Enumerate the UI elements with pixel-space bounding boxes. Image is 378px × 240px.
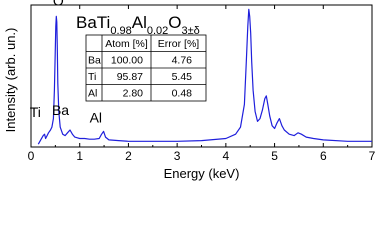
- table-cell: 2.80: [123, 88, 144, 100]
- peak-label: O: [53, 0, 64, 8]
- series-layer: [37, 8, 372, 145]
- title-subscript: 0.02: [147, 25, 168, 37]
- spectrum-line: [37, 8, 372, 145]
- table-cell: Ba: [88, 55, 101, 67]
- y-axis-label: Intensity (arb. un.): [3, 28, 18, 133]
- x-tick-label: 0: [28, 149, 35, 163]
- table-cell: 0.48: [172, 88, 193, 100]
- table-header-cell: Error [%]: [158, 38, 200, 50]
- labels-layer: BaTi0.98Al0.02O3±δOTiBaAlBa/Ti: [30, 0, 259, 126]
- x-tick-label: 5: [271, 149, 278, 163]
- table-cell: 5.45: [172, 71, 193, 83]
- x-tick-label: 4: [223, 149, 230, 163]
- x-tick-label: 2: [125, 149, 132, 163]
- table-cell: 4.76: [172, 55, 193, 67]
- title-subscript: 3±δ: [182, 25, 200, 37]
- peak-label: Ti: [30, 104, 41, 120]
- peak-label: Ba: [52, 102, 69, 118]
- table-cell: 95.87: [117, 71, 143, 83]
- x-tick-label: 6: [320, 149, 327, 163]
- x-axis-label: Energy (keV): [164, 166, 240, 181]
- peak-label: Ba/Ti: [227, 0, 259, 1]
- table-cell: Al: [88, 88, 97, 100]
- table-cell: 100.00: [111, 55, 143, 67]
- peak-label: Al: [90, 110, 102, 126]
- chart-title: BaTi0.98Al0.02O3±δ: [76, 13, 200, 37]
- x-tick-label: 1: [76, 149, 83, 163]
- x-tick-label: 3: [174, 149, 181, 163]
- table-cell: Ti: [88, 71, 96, 83]
- title-part: BaTi: [76, 13, 110, 32]
- x-tick-label: 7: [369, 149, 376, 163]
- title-part: O: [168, 13, 181, 32]
- title-subscript: 0.98: [110, 25, 131, 37]
- title-part: Al: [132, 13, 147, 32]
- table-header-cell: Atom [%]: [105, 38, 148, 50]
